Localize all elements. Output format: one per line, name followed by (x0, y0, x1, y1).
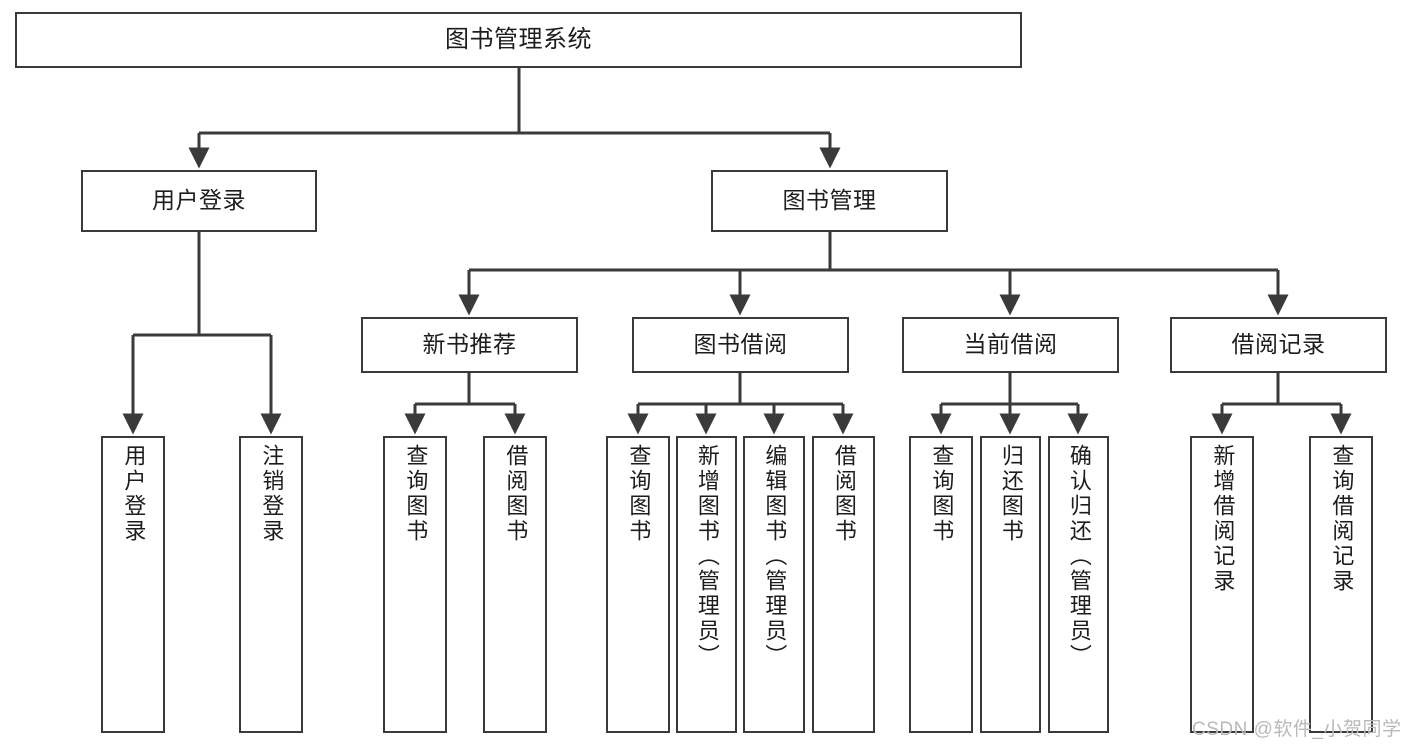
leaf-user-login[interactable]: 用户登录 (101, 436, 165, 733)
node-label: 查询图书 (403, 444, 429, 544)
node-label: 借阅记录 (1231, 331, 1326, 358)
node-label: 新书推荐 (422, 331, 517, 358)
node-label: 查询图书 (929, 444, 955, 544)
node-label: 编辑图书（管理员） (762, 444, 788, 669)
leaf-current-return-book[interactable]: 归还图书 (980, 436, 1041, 733)
node-label: 新增图书（管理员） (694, 444, 720, 669)
node-label: 借阅图书 (503, 444, 529, 544)
node-label: 图书管理 (782, 187, 877, 214)
node-label: 查询借阅记录 (1329, 444, 1355, 594)
leaf-record-query[interactable]: 查询借阅记录 (1309, 436, 1373, 733)
leaf-user-logout[interactable]: 注销登录 (239, 436, 303, 733)
node-label: 用户登录 (152, 187, 246, 214)
node-label: 图书管理系统 (445, 25, 592, 53)
node-label: 借阅图书 (831, 444, 857, 544)
leaf-borrow-query-book[interactable]: 查询图书 (606, 436, 670, 733)
node-user-login[interactable]: 用户登录 (81, 170, 317, 232)
node-current-borrow[interactable]: 当前借阅 (902, 317, 1119, 373)
leaf-record-add[interactable]: 新增借阅记录 (1190, 436, 1254, 733)
node-label: 图书借阅 (693, 331, 788, 358)
node-label: 注销登录 (259, 444, 285, 544)
node-root-system[interactable]: 图书管理系统 (15, 12, 1022, 68)
leaf-borrow-edit-book-admin[interactable]: 编辑图书（管理员） (743, 436, 805, 733)
leaf-current-confirm-return-admin[interactable]: 确认归还（管理员） (1048, 436, 1109, 733)
node-label: 用户登录 (121, 444, 147, 544)
node-label: 当前借阅 (963, 331, 1058, 358)
node-label: 查询图书 (626, 444, 652, 544)
node-label: 归还图书 (998, 444, 1024, 544)
node-book-management[interactable]: 图书管理 (711, 170, 948, 232)
node-label: 确认归还（管理员） (1066, 444, 1092, 669)
leaf-borrow-borrow-book[interactable]: 借阅图书 (812, 436, 875, 733)
leaf-new-book-borrow[interactable]: 借阅图书 (483, 436, 547, 733)
leaf-current-query-book[interactable]: 查询图书 (909, 436, 973, 733)
node-label: 新增借阅记录 (1210, 444, 1236, 594)
watermark-text: CSDN @软件_小贺同学 (1192, 719, 1402, 740)
leaf-new-book-query[interactable]: 查询图书 (383, 436, 447, 733)
node-borrow-record[interactable]: 借阅记录 (1170, 317, 1387, 373)
node-new-book-recommend[interactable]: 新书推荐 (361, 317, 578, 373)
leaf-borrow-add-book-admin[interactable]: 新增图书（管理员） (676, 436, 737, 733)
node-book-borrow[interactable]: 图书借阅 (632, 317, 849, 373)
